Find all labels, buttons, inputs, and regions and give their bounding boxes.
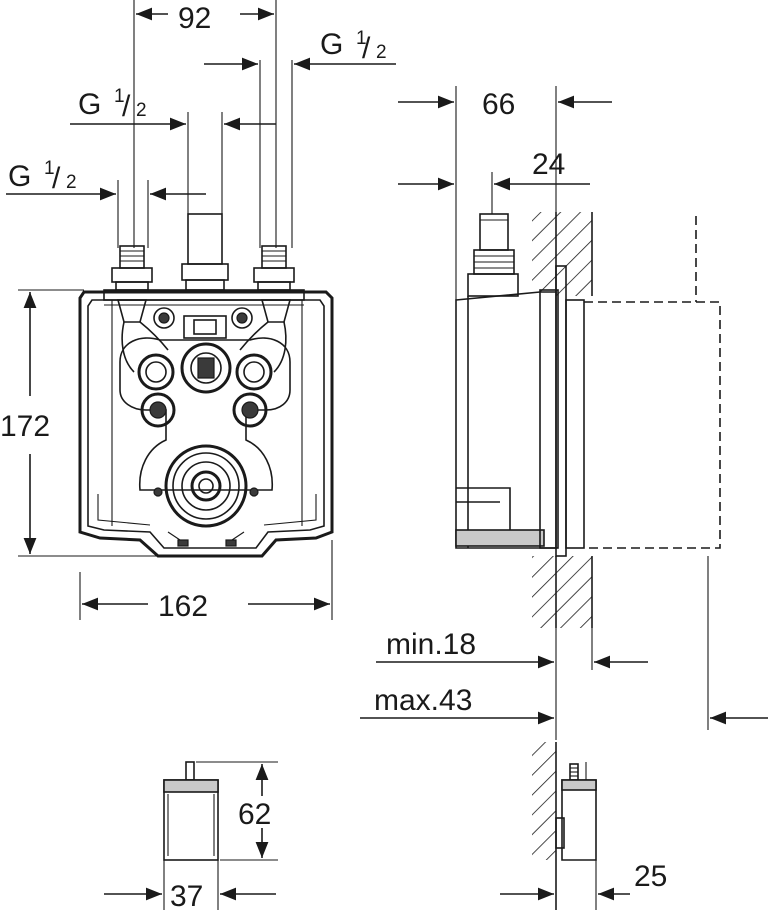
center-spindle <box>181 213 229 339</box>
label-small-width: 37 <box>170 880 203 910</box>
slash-middle: / <box>122 90 131 123</box>
label-thread-right-g: G <box>320 28 343 61</box>
small-side-view <box>532 742 597 910</box>
label-small-depth: 25 <box>634 860 667 893</box>
small-front-view <box>163 761 219 861</box>
dim-162 <box>79 540 333 620</box>
dim-25 <box>500 860 630 910</box>
label-width: 162 <box>158 590 208 623</box>
front-view <box>78 213 334 558</box>
label-thread-left-g: G <box>8 160 31 193</box>
label-thread-middle-den: 2 <box>136 100 147 121</box>
slash-left: / <box>52 162 61 195</box>
left-inlet-fitting <box>111 245 169 373</box>
dim-66-24 <box>398 86 612 300</box>
label-thread-right-den: 2 <box>376 42 387 63</box>
dim-min-max <box>360 628 768 740</box>
label-min-depth: min.18 <box>386 628 476 661</box>
label-thread-middle-g: G <box>78 88 101 121</box>
right-inlet-fitting <box>239 245 295 373</box>
label-thread-right-num: 1 <box>356 28 367 49</box>
label-thread-left-num: 1 <box>44 158 55 179</box>
dim-172 <box>18 289 160 557</box>
label-width-depth: 66 <box>482 88 515 121</box>
label-thread-middle-num: 1 <box>114 86 125 107</box>
dim-thread-middle <box>70 112 276 214</box>
label-max-depth: max.43 <box>374 684 472 717</box>
dim-thread-left <box>6 180 206 248</box>
front-frame-inner <box>87 299 325 549</box>
side-view <box>455 212 721 730</box>
label-offset-depth: 24 <box>532 148 565 181</box>
cover-outline <box>584 301 721 549</box>
dim-62-37 <box>104 761 278 910</box>
label-height: 172 <box>0 410 50 443</box>
front-frame-outer <box>78 290 334 558</box>
label-thread-left-den: 2 <box>66 172 77 193</box>
label-top-spacing: 92 <box>178 2 211 35</box>
slash-right: / <box>362 32 371 65</box>
dim-thread-right <box>204 57 396 248</box>
label-small-height: 62 <box>238 798 271 831</box>
side-box <box>455 291 557 549</box>
